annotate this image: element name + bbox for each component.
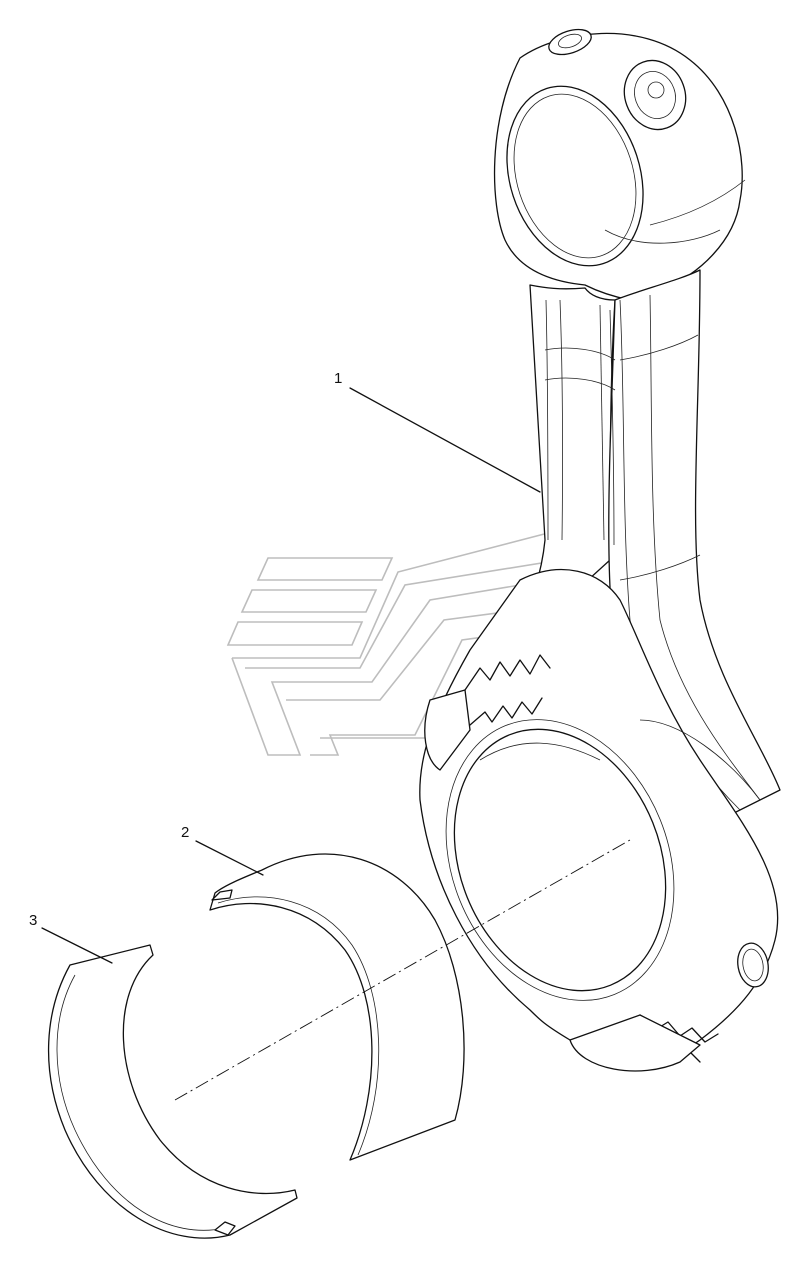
callout-2: 2 [181,824,190,841]
callout-1: 1 [334,370,343,387]
connecting-rod-icon [349,28,781,1072]
assembly-axis-line [174,839,631,1101]
callout-3: 3 [29,912,38,929]
lower-bearing-shell-icon [41,927,298,1239]
upper-bearing-shell-icon [195,840,465,1161]
